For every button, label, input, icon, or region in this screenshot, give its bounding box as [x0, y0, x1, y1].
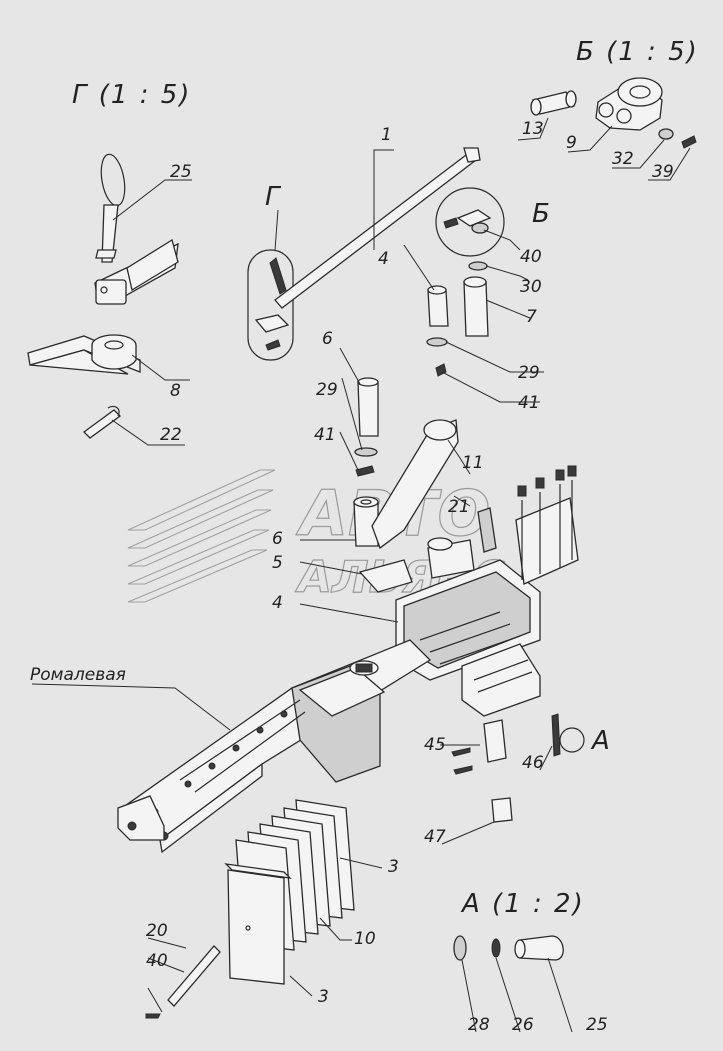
label-7: 7 — [526, 307, 537, 327]
detail-view-a: 28 26 25 — [453, 935, 608, 1035]
marker-b: Б — [532, 199, 552, 229]
label-41-left: 41 — [314, 425, 336, 445]
label-6-top: 6 — [322, 329, 333, 349]
part-labels: 1 4 40 30 7 29 41 6 29 41 11 21 6 5 4 Ро… — [30, 125, 544, 1007]
label-29-right: 29 — [518, 363, 540, 383]
watermark-logo-stripes — [127, 469, 276, 603]
label-30: 30 — [520, 277, 542, 297]
label-22: 22 — [160, 425, 182, 445]
view-g-title: Г (1 : 5) — [72, 80, 191, 110]
label-9: 9 — [566, 133, 577, 153]
label-5: 5 — [272, 553, 283, 573]
label-4-low: 4 — [272, 593, 283, 613]
view-a-title: А (1 : 2) — [460, 889, 585, 919]
label-13: 13 — [522, 119, 544, 139]
label-3-low: 3 — [318, 987, 329, 1007]
label-47: 47 — [424, 827, 446, 847]
view-b-title: Б (1 : 5) — [576, 37, 699, 67]
label-1: 1 — [381, 125, 392, 145]
label-3-right: 3 — [388, 857, 399, 877]
marker-a-circle — [559, 727, 585, 753]
label-8: 8 — [170, 381, 181, 401]
label-46: 46 — [522, 753, 544, 773]
marker-b-outline — [435, 187, 505, 257]
label-39: 39 — [652, 162, 674, 182]
label-40-low: 40 — [146, 951, 168, 971]
label-25-g: 25 — [170, 162, 192, 182]
label-10: 10 — [354, 929, 376, 949]
counterweight-stack — [224, 799, 355, 985]
label-25-a: 25 — [586, 1015, 608, 1035]
marker-a: А — [590, 726, 612, 756]
label-40-b: 40 — [520, 247, 542, 267]
label-45: 45 — [424, 735, 446, 755]
detail-view-b: 13 9 32 39 — [517, 77, 697, 182]
label-41-right: 41 — [518, 393, 540, 413]
label-26: 26 — [512, 1015, 534, 1035]
label-11: 11 — [462, 453, 484, 473]
main-assembly — [117, 147, 579, 1019]
leader-lines — [31, 149, 553, 1013]
label-29-left: 29 — [316, 380, 338, 400]
label-4-top: 4 — [378, 249, 389, 269]
marker-g: Г — [265, 182, 282, 212]
label-6-low: 6 — [272, 529, 283, 549]
label-21: 21 — [448, 497, 470, 517]
marker-g-outline — [247, 249, 294, 361]
label-20: 20 — [146, 921, 168, 941]
detail-view-g: 25 8 22 — [27, 153, 192, 446]
label-32: 32 — [612, 149, 634, 169]
label-ramolevaya: Ромалевая — [30, 665, 126, 685]
label-28: 28 — [468, 1015, 490, 1035]
